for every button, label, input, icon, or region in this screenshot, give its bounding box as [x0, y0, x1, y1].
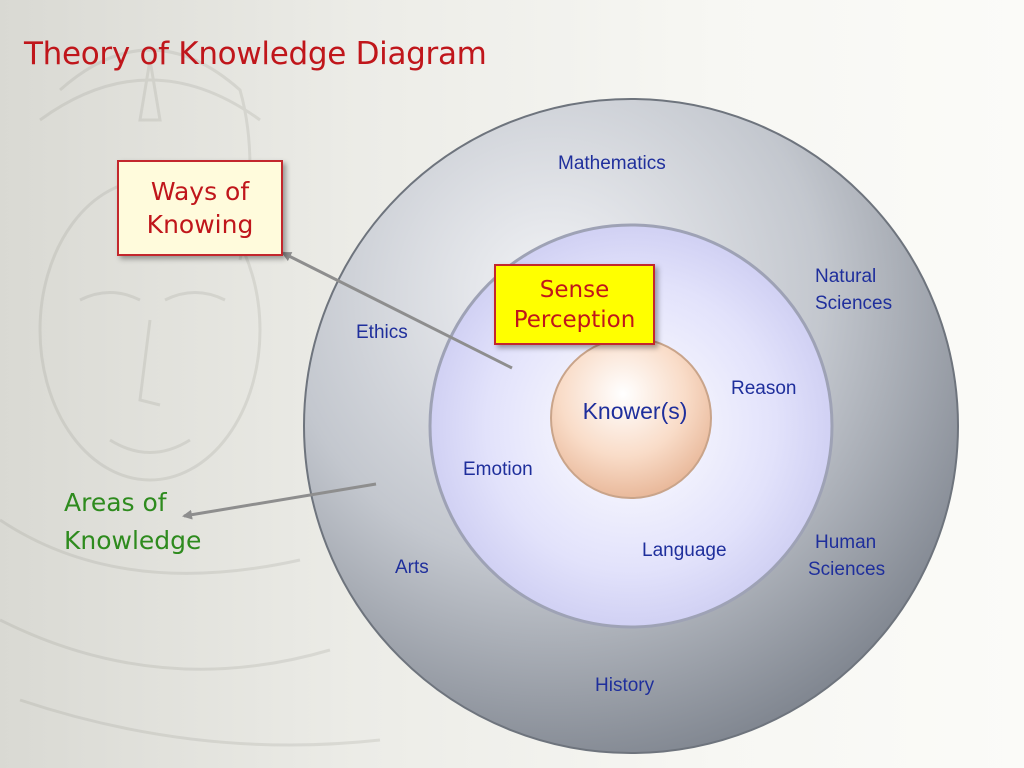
- history-label: History: [595, 675, 655, 696]
- slide-title: Theory of Knowledge Diagram: [24, 36, 487, 72]
- ways-of-knowing-line-2: Knowing: [146, 210, 254, 239]
- ways-of-knowing-line-1: Ways of: [150, 177, 250, 206]
- areas-arrow: [182, 482, 377, 520]
- areas-of-knowledge-line-2: Knowledge: [64, 526, 202, 555]
- sense-perception-line-2: Perception: [513, 306, 636, 333]
- mathematics-label: Mathematics: [558, 153, 666, 174]
- reason-label: Reason: [731, 378, 797, 399]
- human-sciences-line-1: Human: [815, 532, 877, 553]
- emotion-label: Emotion: [463, 459, 533, 480]
- sense-perception-box: Sense Perception: [494, 264, 655, 345]
- natural-sciences-line-2: Sciences: [815, 293, 893, 314]
- ways-of-knowing-callout: Ways of Knowing: [117, 160, 283, 256]
- background-statue-pattern: [0, 48, 381, 747]
- arts-label: Arts: [395, 557, 429, 578]
- sense-perception-line-1: Sense: [539, 276, 610, 303]
- areas-of-knowledge-line-1: Areas of: [64, 488, 167, 517]
- areas-of-knowledge-callout: Areas of Knowledge: [64, 484, 201, 560]
- language-label: Language: [642, 540, 727, 561]
- knower-label: Knower(s): [582, 398, 688, 424]
- ways-arrow: [281, 251, 513, 370]
- natural-sciences-line-1: Natural: [815, 266, 877, 287]
- ethics-label: Ethics: [356, 322, 408, 343]
- human-sciences-line-2: Sciences: [808, 559, 886, 580]
